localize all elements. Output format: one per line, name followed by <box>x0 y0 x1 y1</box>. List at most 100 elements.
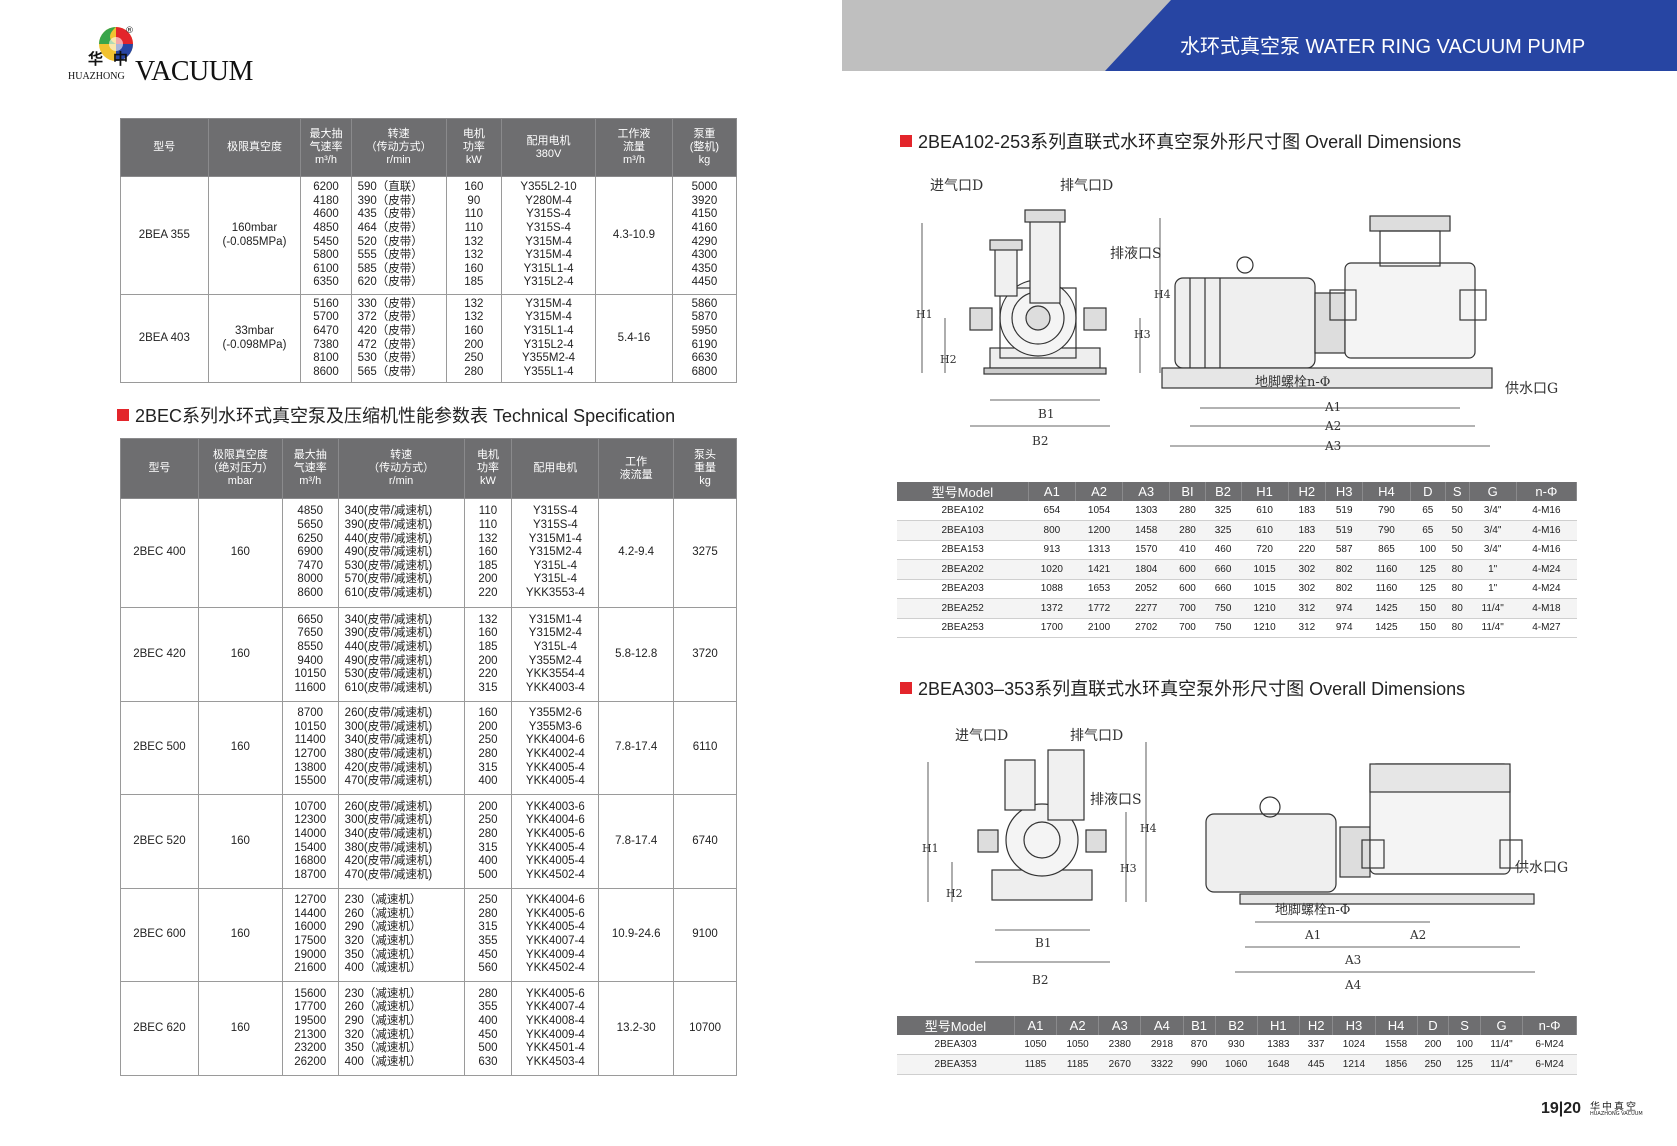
dim1-header-cell: H2 <box>1288 482 1327 501</box>
dim1-cell: 750 <box>1205 618 1242 638</box>
bec-cell-rpm: 260(皮带/减速机) 300(皮带/减速机) 340(皮带/减速机) 380(… <box>337 794 465 889</box>
dim1-cell: 3/4" <box>1469 540 1517 560</box>
dim1-cell: 183 <box>1288 501 1326 521</box>
dim1-b2-label: B2 <box>1032 434 1048 448</box>
dim2-header-cell: A4 <box>1140 1016 1184 1035</box>
bec-header-cell: 最大抽 气速率 m³/h <box>281 438 339 499</box>
bec-cell-vacuum: 160 <box>197 794 283 889</box>
dim1-cell: 750 <box>1205 598 1242 619</box>
dim1-cell: 1200 <box>1075 520 1123 541</box>
dim1-cell: 312 <box>1288 618 1326 638</box>
dim2-cell: 1856 <box>1375 1054 1418 1075</box>
dim1-cell: 865 <box>1362 540 1411 560</box>
dim1-cell: 600 <box>1169 579 1206 599</box>
dim2-cell: 125 <box>1448 1054 1481 1075</box>
dim1-cell: 1772 <box>1075 598 1123 619</box>
dim1-cell: 80 <box>1445 618 1470 638</box>
dim2-cell: 1024 <box>1332 1035 1376 1055</box>
dim1-cell: 1088 <box>1028 579 1076 599</box>
dim1-cell: 1372 <box>1028 598 1076 619</box>
dim1-h1-label: H1 <box>916 308 933 321</box>
bec-cell-model: 2BEC 520 <box>120 794 199 889</box>
page-number: 19|20 <box>1541 1100 1582 1117</box>
dim1-header-cell: A1 <box>1028 482 1076 501</box>
bec-header-cell: 配用电机 <box>511 438 600 499</box>
dim2-cell: 11/4" <box>1480 1054 1523 1075</box>
dim1-cell: 1653 <box>1075 579 1123 599</box>
dim1-cell: 150 <box>1410 598 1446 619</box>
dim2-outlet-label: 排气口D <box>1070 728 1123 744</box>
dim2-cell: 337 <box>1299 1035 1333 1055</box>
bea-cell-rpm: 590（直联） 390（皮带） 435（皮带） 464（皮带） 520（皮带） … <box>350 176 447 295</box>
dim1-cell: 150 <box>1410 618 1446 638</box>
dim1-header-cell: H1 <box>1241 482 1289 501</box>
dim2-header-cell: D <box>1417 1016 1450 1035</box>
bec-cell-model: 2BEC 620 <box>120 981 199 1076</box>
dim1-inlet-label: 进气口D <box>930 178 983 194</box>
dim2-cell: 2BEA303 <box>897 1035 1015 1055</box>
dim2-cell: 2380 <box>1098 1035 1141 1055</box>
bec-cell-flow: 7.8-17.4 <box>598 794 675 889</box>
logo-mark-icon <box>99 27 133 61</box>
dim2-cell: 100 <box>1448 1035 1481 1055</box>
dim1-cell: 4-M24 <box>1516 559 1577 580</box>
dim1-cell: 2BEA252 <box>897 598 1029 619</box>
dim2-cell: 2BEA353 <box>897 1054 1015 1075</box>
dim1-cell: 325 <box>1205 501 1242 521</box>
logo-en-small-text: HUAZHONG <box>68 71 125 82</box>
dim1-cell: 280 <box>1169 501 1206 521</box>
bec-header-cell: 工作 液流量 <box>598 438 675 499</box>
dim1-cell: 1303 <box>1122 501 1170 521</box>
dim1-cell: 802 <box>1325 579 1363 599</box>
dim1-cell: 2052 <box>1122 579 1170 599</box>
bea-cell-weight: 5000 3920 4150 4160 4290 4300 4350 4450 <box>671 176 738 295</box>
dim1-cell: 1425 <box>1362 598 1411 619</box>
dim2-cell: 1185 <box>1056 1054 1099 1075</box>
logo-en-big-text: VACUUM <box>135 56 253 87</box>
dim1-a2-label: A2 <box>1324 419 1341 433</box>
dim2-header-cell: H1 <box>1257 1016 1300 1035</box>
bec-cell-speed-rate: 12700 14400 16000 17500 19000 21600 <box>281 888 339 982</box>
section-marker-icon <box>900 135 912 147</box>
bec-cell-rpm: 230（减速机） 260（减速机） 290（减速机） 320（减速机） 350（… <box>337 981 465 1076</box>
dim1-supply-label: 供水口G <box>1505 381 1558 397</box>
dim1-cell: 50 <box>1445 540 1470 560</box>
section-marker-icon <box>117 409 129 421</box>
bec-cell-speed-rate: 4850 5650 6250 6900 7470 8000 8600 <box>281 498 339 608</box>
bea-header-cell: 配用电机 380V <box>501 118 597 177</box>
dim1-foundation-label: 地脚螺栓n-Φ <box>1255 374 1330 390</box>
dim2-cell: 1050 <box>1014 1035 1057 1055</box>
bec-cell-flow: 10.9-24.6 <box>598 888 675 982</box>
dim1-cell: 410 <box>1169 540 1206 560</box>
dim2-header-cell: G <box>1480 1016 1524 1035</box>
dim2-cell: 1060 <box>1215 1054 1258 1075</box>
dim1-header-cell: B2 <box>1205 482 1242 501</box>
dim1-cell: 4-M27 <box>1516 618 1577 638</box>
dim1-cell: 720 <box>1241 540 1289 560</box>
dim1-cell: 4-M16 <box>1516 540 1577 560</box>
dim1-cell: 125 <box>1410 579 1446 599</box>
dim2-a1-label: A1 <box>1304 928 1321 942</box>
bec-cell-speed-rate: 10700 12300 14000 15400 16800 18700 <box>281 794 339 889</box>
dim1-cell: 1421 <box>1075 559 1123 580</box>
bec-cell-flow: 4.2-9.4 <box>598 498 675 608</box>
bec-cell-flow: 13.2-30 <box>598 981 675 1076</box>
bea-cell-motor: Y355L2-10 Y280M-4 Y315S-4 Y315S-4 Y315M-… <box>501 176 597 295</box>
dim1-header-cell: A2 <box>1075 482 1124 501</box>
dim1-cell: 3/4" <box>1469 501 1517 521</box>
dim1-cell: 519 <box>1325 501 1363 521</box>
dim1-cell: 700 <box>1169 598 1206 619</box>
dim1-cell: 1313 <box>1075 540 1123 560</box>
dim1-cell: 800 <box>1028 520 1076 541</box>
bec-section-title-text: 2BEC系列水环式真空泵及压缩机性能参数表 Technical Specific… <box>135 406 676 426</box>
bec-cell-power: 132 160 185 200 220 315 <box>463 607 513 702</box>
dim2-cell: 6-M24 <box>1522 1035 1577 1055</box>
